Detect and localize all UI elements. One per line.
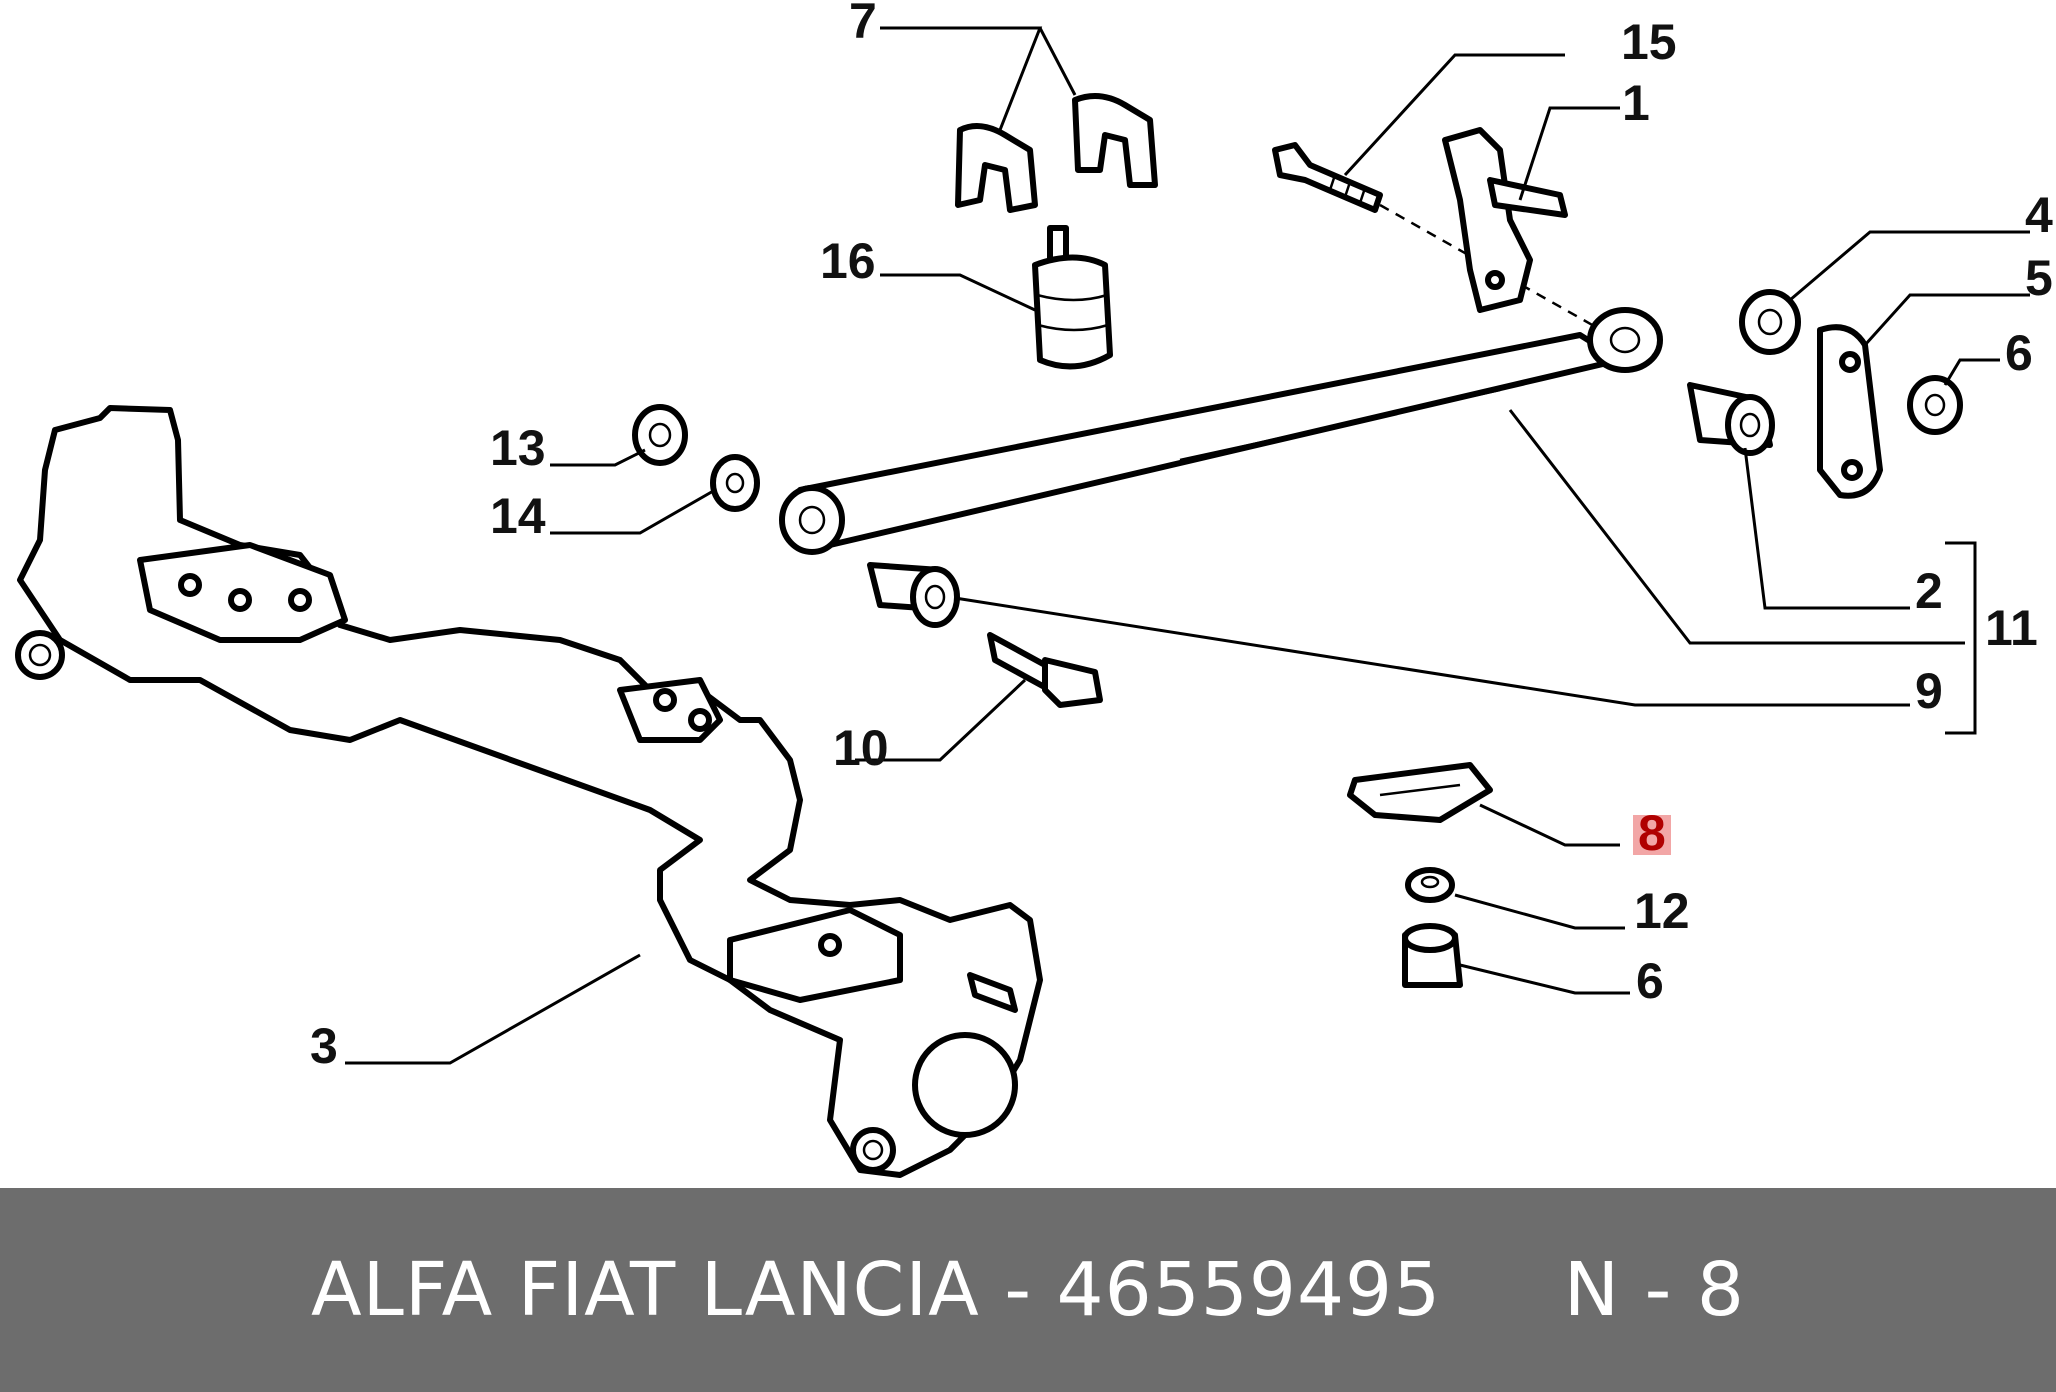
part-13-nut <box>632 404 688 466</box>
callout-10[interactable]: 10 <box>833 720 889 776</box>
callout-6-top[interactable]: 6 <box>2005 325 2033 381</box>
callout-11[interactable]: 11 <box>1985 600 2038 656</box>
part-16-buffer <box>1032 225 1113 370</box>
callout-8[interactable]: 8 <box>1638 805 1666 861</box>
part-6-nut-bottom <box>1402 923 1463 988</box>
callout-12[interactable]: 12 <box>1634 883 1690 939</box>
callout-1[interactable]: 1 <box>1622 75 1650 131</box>
part-7-clips <box>955 93 1158 213</box>
part-6-nut-top <box>1907 375 1963 435</box>
callout-14[interactable]: 14 <box>490 488 546 544</box>
group-bracket-11 <box>1945 541 1977 735</box>
exploded-parts-diagram: 7 15 1 16 4 5 6 13 14 2 11 9 10 8 12 6 3 <box>15 0 2053 1178</box>
part-14-washer <box>710 454 760 512</box>
part-2-bushing-left <box>867 562 960 628</box>
footer-bar: ALFA FIAT LANCIA - 46559495 N - 8 <box>0 1188 2056 1392</box>
part-1-bracket <box>1442 127 1568 313</box>
callout-4[interactable]: 4 <box>2025 187 2053 243</box>
callout-2[interactable]: 2 <box>1915 563 1943 619</box>
callout-7[interactable]: 7 <box>849 0 877 49</box>
callout-16[interactable]: 16 <box>820 233 876 289</box>
part-4-bushing <box>1739 289 1801 355</box>
callout-6-bottom[interactable]: 6 <box>1636 953 1664 1009</box>
part-3-axle-beam <box>15 405 1043 1178</box>
callout-3[interactable]: 3 <box>310 1018 338 1074</box>
part-5-link-plate <box>1817 324 1883 499</box>
part-9-arm <box>779 307 1663 555</box>
part-15-bolt <box>1272 142 1611 337</box>
part-12-washer <box>1405 867 1455 903</box>
callout-15[interactable]: 15 <box>1621 14 1677 70</box>
callout-9[interactable]: 9 <box>1915 663 1943 719</box>
part-10-bolt <box>987 632 1103 708</box>
footer-part-title: ALFA FIAT LANCIA - 46559495 N - 8 <box>311 1247 1745 1333</box>
part-8-plate <box>1347 762 1493 823</box>
leader-lines <box>345 26 2030 1065</box>
callout-8-highlight <box>1633 815 1671 855</box>
callout-5[interactable]: 5 <box>2025 250 2053 306</box>
callout-13[interactable]: 13 <box>490 420 546 476</box>
callout-labels: 7 15 1 16 4 5 6 13 14 2 11 9 10 8 12 6 3 <box>310 0 2053 1074</box>
part-2-bushing-right <box>1687 382 1775 456</box>
